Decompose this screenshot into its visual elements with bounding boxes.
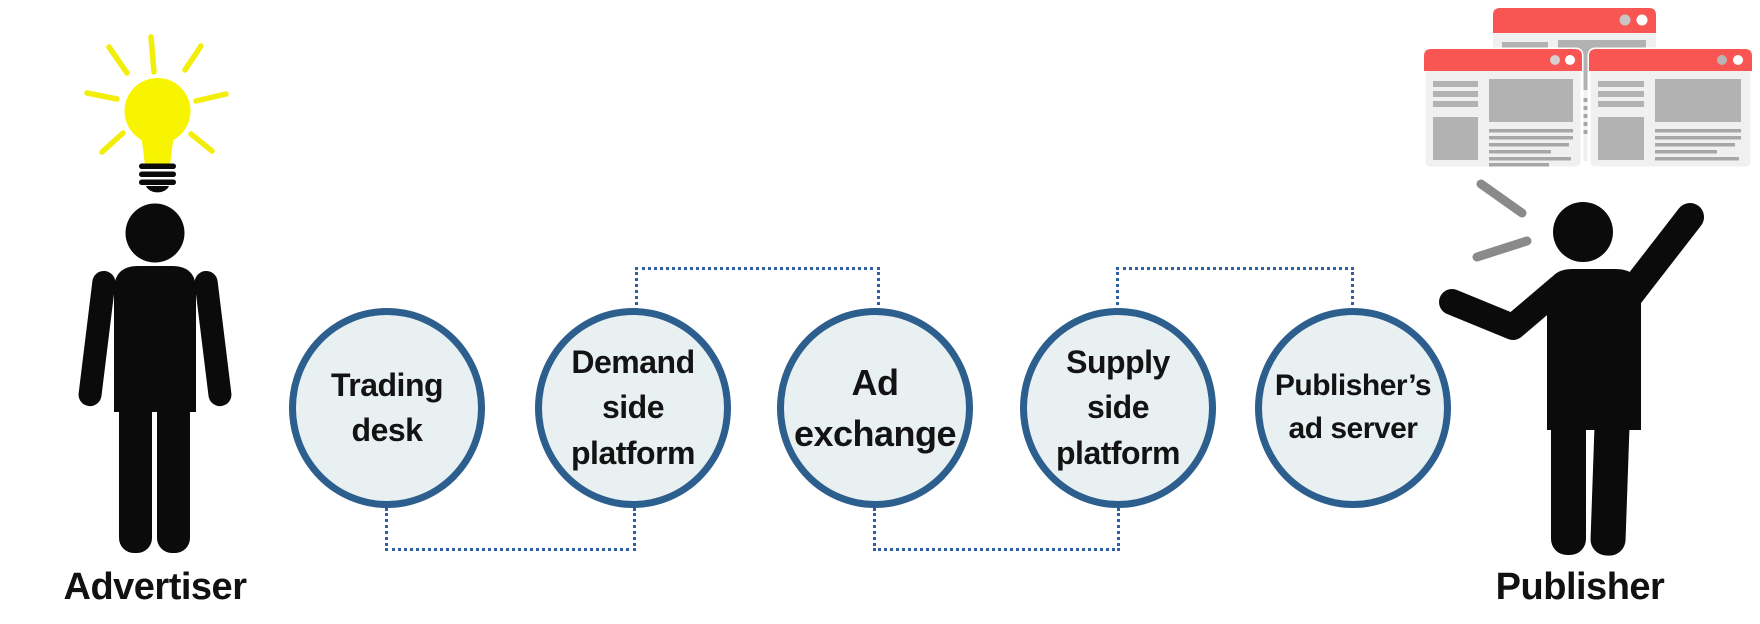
connector-ssp-adserver-top	[1116, 267, 1354, 311]
node-trading-desk-label: Trading desk	[330, 366, 444, 448]
node-demand-side-platform-label: Demand side platform	[571, 343, 696, 471]
publisher-person-icon	[1422, 8, 1754, 556]
emphasis-lines-icon	[1472, 179, 1532, 262]
node-supply-side-platform: Supply side platform	[1020, 308, 1216, 508]
node-ad-exchange-label: Ad exchange	[793, 361, 957, 454]
node-supply-side-platform-label: Supply side platform	[1056, 343, 1181, 471]
node-demand-side-platform: Demand side platform	[535, 308, 731, 508]
advertiser-person-icon	[78, 34, 232, 553]
publisher-label: Publisher	[1495, 566, 1665, 608]
node-publishers-ad-server: Publisher’s ad server	[1255, 308, 1451, 508]
connector-adexchange-ssp-bottom	[873, 508, 1120, 551]
node-trading-desk: Trading desk	[289, 308, 485, 508]
advertiser-label: Advertiser	[63, 566, 247, 608]
lightbulb-icon	[84, 34, 229, 155]
node-publishers-ad-server-label: Publisher’s ad server	[1274, 369, 1432, 445]
connector-tradingdesk-dsp-bottom	[385, 508, 636, 551]
connector-dsp-adexchange-top	[635, 267, 880, 311]
browser-windows-icon	[1422, 8, 1754, 170]
node-ad-exchange: Ad exchange	[777, 308, 973, 508]
